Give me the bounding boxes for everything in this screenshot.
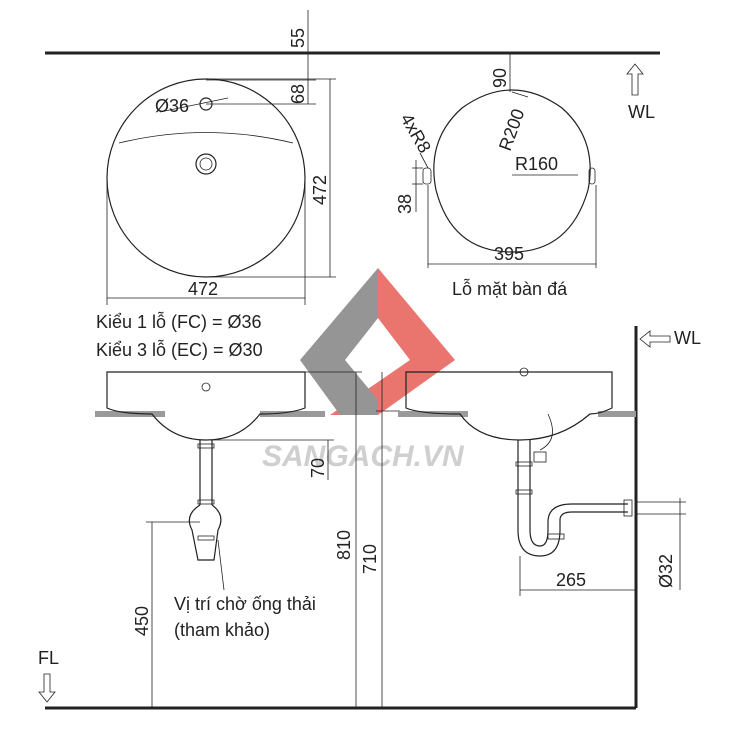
hole-type-3: Kiểu 3 lỗ (EC) = Ø30 xyxy=(96,339,263,360)
dim-r160: R160 xyxy=(515,154,558,174)
dim-395: 395 xyxy=(494,244,524,264)
logo-gray-left xyxy=(300,268,378,360)
front-elevation xyxy=(95,371,325,591)
dim-38: 38 xyxy=(395,194,415,214)
dim-810: 810 xyxy=(334,530,354,560)
dim-90: 90 xyxy=(490,68,510,88)
fl-label: FL xyxy=(38,648,59,668)
basin-top-view xyxy=(106,78,306,278)
wl-arrow-left-icon xyxy=(639,330,671,348)
logo-red-right xyxy=(330,268,455,415)
watermark-text: SANGACH.VN xyxy=(262,440,465,473)
hole-type-1: Kiểu 1 lỗ (FC) = Ø36 xyxy=(96,311,262,332)
dim-68: 68 xyxy=(288,84,308,104)
dim-70: 70 xyxy=(308,458,328,478)
dim-265: 265 xyxy=(556,570,586,590)
watermark-logo xyxy=(300,268,455,415)
wl-label-side: WL xyxy=(674,328,701,348)
wl-arrow-up-icon xyxy=(626,63,644,96)
dim-55: 55 xyxy=(288,28,308,48)
logo-gray-bottom xyxy=(300,360,378,415)
cutout-view xyxy=(422,89,596,253)
dim-dia-36: Ø36 xyxy=(155,96,189,116)
dim-710: 710 xyxy=(360,544,380,574)
drain-note-line1: Vị trí chờ ống thải xyxy=(174,594,316,614)
drain-note-line2: (tham khảo) xyxy=(174,620,270,640)
drain-hole xyxy=(195,153,217,175)
wl-label-top: WL xyxy=(628,102,655,122)
dim-472-vertical: 472 xyxy=(310,175,330,205)
cutout-caption: Lỗ mặt bàn đá xyxy=(452,278,568,299)
dim-4xr8: 4xR8 xyxy=(397,110,435,156)
dim-472-horizontal: 472 xyxy=(188,279,218,299)
side-elevation xyxy=(398,367,636,557)
dim-r200: R200 xyxy=(495,106,529,153)
fl-arrow-down-icon xyxy=(38,673,56,703)
dim-dia-32: Ø32 xyxy=(656,554,676,588)
dim-450: 450 xyxy=(132,606,152,636)
